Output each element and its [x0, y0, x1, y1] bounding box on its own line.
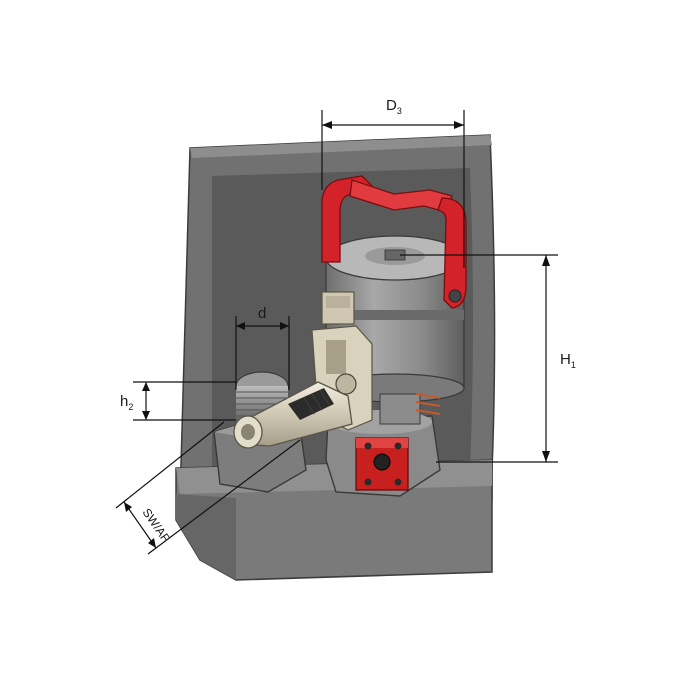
valve-knob [373, 453, 391, 471]
h1-label-main: H [560, 351, 571, 368]
valve-block [355, 437, 409, 491]
coupler-ribs [303, 389, 331, 415]
h1-arrow-top [542, 255, 550, 266]
cylinder-band [326, 310, 464, 320]
swaf-arrow-1 [124, 502, 132, 512]
valve-block-top [356, 438, 408, 448]
h2-label: h2 [120, 393, 133, 412]
h1-arrow-bottom [542, 451, 550, 462]
d-arrow-right [280, 322, 289, 330]
valve-screw-3 [364, 478, 372, 486]
coupler-ring [335, 373, 357, 395]
d-label: d [258, 305, 266, 322]
h1-label-sub: 1 [571, 360, 576, 370]
h2-arrow-top [142, 382, 150, 391]
swaf-arrow-2 [148, 538, 156, 548]
h2-arrow-bottom [142, 411, 150, 420]
valve-screw-4 [394, 478, 402, 486]
swaf-ext-1 [115, 421, 225, 509]
piston-rod [379, 393, 421, 425]
handle-right-arm [437, 197, 467, 309]
h2-label-main: h [120, 393, 128, 410]
d-label-main: d [258, 305, 266, 322]
swaf-label-main: SW/AF [140, 506, 173, 545]
h1-label: H1 [560, 351, 576, 370]
d-arrow-left [236, 322, 245, 330]
carry-handle [321, 175, 467, 309]
dimension-lines [115, 110, 558, 555]
h2-label-sub: 2 [128, 402, 133, 412]
handle-pivot [448, 289, 462, 303]
housing-top-edge [190, 135, 492, 158]
swaf-ext-2 [147, 439, 301, 555]
coupler-black-section [288, 388, 334, 420]
valve-screw-1 [364, 442, 372, 450]
housing-front-step [176, 494, 236, 580]
swaf-dim-line [123, 501, 157, 549]
coupler-bore [241, 424, 255, 440]
d3-arrow-left [322, 121, 332, 129]
dimension-arrows [124, 121, 550, 548]
bracket-window [326, 340, 346, 374]
d3-label-sub: 3 [397, 106, 402, 116]
bracket-top-detail [326, 296, 350, 308]
valve-screw-2 [394, 442, 402, 450]
d3-label-main: D [386, 97, 397, 114]
d3-arrow-right [454, 121, 464, 129]
spring-coils [415, 393, 441, 415]
hose-coupler [233, 373, 357, 449]
swaf-label: SW/AF [140, 506, 173, 545]
d3-label: D3 [386, 97, 402, 116]
